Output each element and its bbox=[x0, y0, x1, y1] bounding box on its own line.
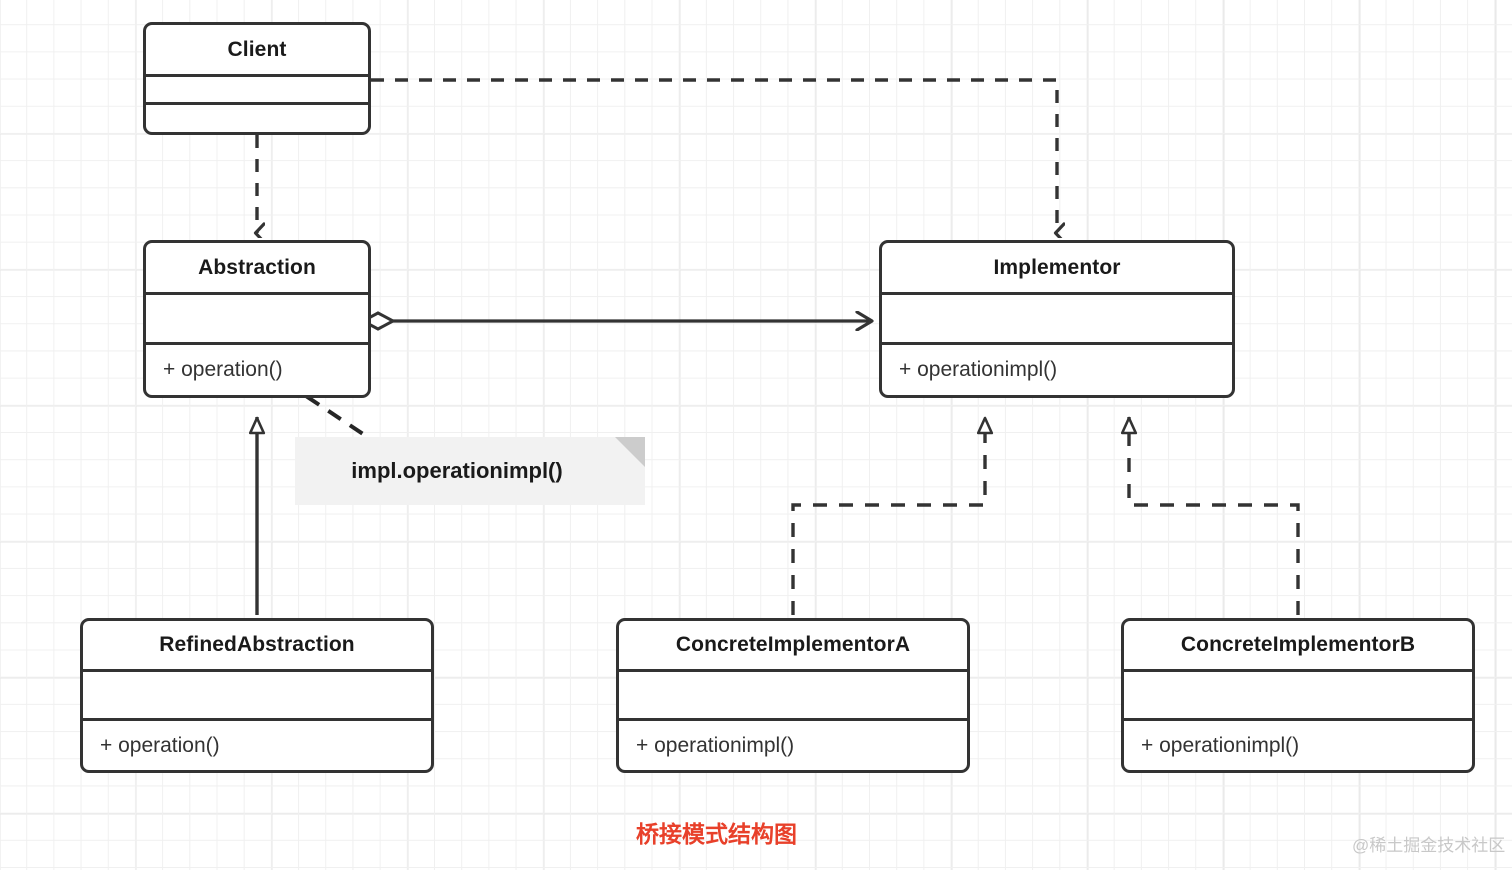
class-attributes-refinedabstraction bbox=[83, 672, 431, 721]
class-operations-refinedabstraction: + operation() bbox=[100, 733, 220, 757]
note-box-impl-operationimpl[interactable]: impl.operationimpl() bbox=[295, 437, 645, 505]
class-box-concreteimplementorb[interactable]: ConcreteImplementorB + operationimpl() bbox=[1121, 618, 1475, 773]
class-attributes-implementor bbox=[882, 295, 1232, 345]
class-name-refinedabstraction: RefinedAbstraction bbox=[83, 621, 431, 672]
class-name-concreteimplementora: ConcreteImplementorA bbox=[619, 621, 967, 672]
connector-client-to-implementor bbox=[371, 78, 1057, 233]
class-attributes-concreteimplementorb bbox=[1124, 672, 1472, 721]
class-operations-concreteimplementorb: + operationimpl() bbox=[1141, 733, 1300, 757]
class-operations-abstraction: + operation() bbox=[163, 358, 283, 381]
watermark: @稀土掘金技术社区 bbox=[1352, 836, 1506, 855]
class-name-implementor: Implementor bbox=[882, 243, 1232, 295]
class-attributes-abstraction bbox=[146, 295, 368, 345]
connector-concreteimplementora-to-implementor bbox=[791, 417, 985, 615]
connector-abstraction-to-implementor bbox=[359, 313, 872, 329]
class-attributes-client bbox=[146, 77, 368, 105]
class-name-client: Client bbox=[146, 25, 368, 77]
class-attributes-concreteimplementora bbox=[619, 672, 967, 721]
class-operations-client bbox=[146, 105, 368, 132]
class-box-implementor[interactable]: Implementor + operationimpl() bbox=[879, 240, 1235, 398]
class-name-concreteimplementorb: ConcreteImplementorB bbox=[1124, 621, 1472, 672]
class-name-abstraction: Abstraction bbox=[146, 243, 368, 295]
class-box-abstraction[interactable]: Abstraction + operation() bbox=[143, 240, 371, 398]
class-box-client[interactable]: Client bbox=[143, 22, 371, 135]
class-box-refinedabstraction[interactable]: RefinedAbstraction + operation() bbox=[80, 618, 434, 773]
note-fold-corner-icon bbox=[615, 437, 645, 467]
class-operations-implementor: + operationimpl() bbox=[899, 358, 1058, 381]
connector-concreteimplementorb-to-implementor bbox=[1129, 417, 1300, 615]
class-box-concreteimplementora[interactable]: ConcreteImplementorA + operationimpl() bbox=[616, 618, 970, 773]
class-operations-concreteimplementora: + operationimpl() bbox=[636, 733, 795, 757]
note-label: impl.operationimpl() bbox=[351, 458, 563, 483]
diagram-caption: 桥接模式结构图 bbox=[636, 821, 797, 847]
